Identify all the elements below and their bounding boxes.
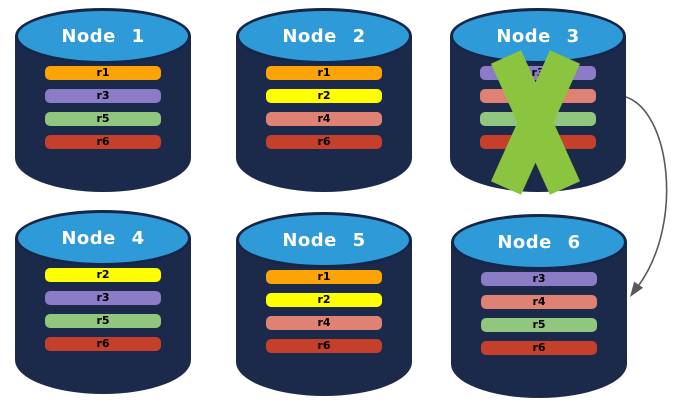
replica-label: r3 [96,291,110,304]
node-2-cylinder: Node 2 r1 r2 r4 r6 [236,8,412,192]
replica-label: r2 [317,89,331,102]
node-1-top: Node 1 [15,8,191,64]
replica-label: r2 [317,293,331,306]
replica-label: r3 [96,89,110,102]
replica-label: r4 [317,112,331,125]
replica-label: r6 [96,337,110,350]
node-6-title: Node 6 [497,231,581,253]
node-5-cylinder: Node 5 r1 r2 r4 r6 [236,212,412,396]
replica-bar-r1: r1 [266,66,382,80]
node-3-cylinder: Node 3 r3 r4 r5 r6 [450,8,626,192]
replica-label: r6 [317,135,331,148]
replica-label: r5 [96,112,110,125]
node-2-top: Node 2 [236,8,412,64]
replica-bar-r6: r6 [45,337,161,351]
replica-label: r3 [532,272,546,285]
replica-bar-r4: r4 [481,295,597,309]
arrow-line [625,96,668,286]
replica-bar-r5: r5 [481,318,597,332]
replica-label: r6 [317,339,331,352]
failure-x-icon [490,50,581,195]
replica-bar-r4: r4 [266,112,382,126]
replica-bar-r1: r1 [45,66,161,80]
node-5-top: Node 5 [236,212,412,268]
node-4-cylinder: Node 4 r2 r3 r5 r6 [15,210,191,394]
node-1-cylinder: Node 1 r1 r3 r5 r6 [15,8,191,192]
replica-label: r5 [96,314,110,327]
node-5-title: Node 5 [282,229,366,251]
replica-label: r2 [96,268,110,281]
replica-label: r4 [532,295,546,308]
replica-bar-r6: r6 [45,135,161,149]
node-3-title: Node 3 [496,25,580,47]
replica-label: r1 [317,66,331,79]
replica-label: r4 [317,316,331,329]
replica-bar-r2: r2 [266,89,382,103]
arrow-head-icon [630,281,644,297]
node-1-title: Node 1 [61,25,145,47]
replica-bar-r3: r3 [481,272,597,286]
node-4-top: Node 4 [15,210,191,266]
node-4-title: Node 4 [61,227,145,249]
replica-bar-r3: r3 [45,89,161,103]
replica-bar-r2: r2 [45,268,161,282]
replica-bar-r6: r6 [266,339,382,353]
node-6-top: Node 6 [451,214,627,270]
replica-bar-r6: r6 [481,341,597,355]
node-6-cylinder: Node 6 r3 r4 r5 r6 [451,214,627,398]
node-2-title: Node 2 [282,25,366,47]
replica-label: r1 [96,66,110,79]
replica-bar-r4: r4 [266,316,382,330]
replica-bar-r2: r2 [266,293,382,307]
replica-label: r5 [532,318,546,331]
replica-label: r6 [532,341,546,354]
replica-bar-r6: r6 [266,135,382,149]
replica-label: r1 [317,270,331,283]
node-3-top: Node 3 [450,8,626,64]
replica-bar-r5: r5 [45,314,161,328]
replica-bar-r1: r1 [266,270,382,284]
replica-label: r6 [96,135,110,148]
replica-bar-r3: r3 [45,291,161,305]
replica-bar-r5: r5 [45,112,161,126]
